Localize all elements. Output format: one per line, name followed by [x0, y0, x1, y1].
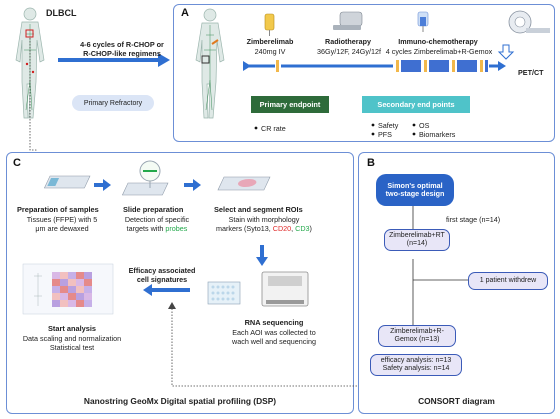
- panel-b-footer: CONSORT diagram: [418, 396, 495, 406]
- efficacy-line2: cell signatures: [136, 275, 188, 284]
- box1-text: Zimberelimab+RT (n=14): [389, 232, 445, 249]
- box2-line2: Gemox (n=13): [394, 336, 440, 343]
- start-line2: Statistical test: [49, 343, 95, 352]
- design-line1: Simon's optimal: [387, 180, 443, 190]
- step3-sep: ,: [291, 224, 296, 233]
- zimberelimab-label: Zimberelimab: [246, 37, 294, 46]
- design-box: Simon's optimal two-stage design: [376, 174, 454, 206]
- box2-text: Zimberelimab+R- Gemox (n=13): [390, 328, 444, 345]
- rna-line2: wach well and sequencing: [232, 337, 316, 346]
- immuno-detail: 4 cycles Zimberelimab+R-Gemox: [385, 47, 493, 56]
- panel-a: [173, 4, 555, 142]
- box3-text: efficacy analysis: n=13 Safety analysis:…: [381, 357, 452, 374]
- step3-line2-text: markers (Syto13,: [216, 224, 273, 233]
- design-text: Simon's optimal two-stage design: [385, 180, 445, 199]
- box1-line2: (n=14): [406, 240, 428, 247]
- panel-c-footer: Nanostring GeoMx Digital spatial profili…: [83, 396, 277, 406]
- efficacy-line1: Efficacy associated: [128, 266, 196, 275]
- zimberelimab-dose: 240mg IV: [254, 47, 286, 56]
- primary-endpoint-box: Primary endpoint: [251, 96, 329, 113]
- regimen-label-2: R-CHOP-like regimens: [83, 49, 161, 58]
- step2-line2-text: targets with: [126, 224, 166, 233]
- start-title: Start analysis: [47, 324, 97, 333]
- secondary-item-pfs: PFS: [378, 130, 392, 139]
- panel-a-letter: A: [181, 7, 189, 19]
- step2-line2: targets with probes: [114, 224, 200, 233]
- start-line1: Data scaling and normalization: [22, 334, 122, 343]
- step2-line1: Detection of specific: [124, 215, 190, 224]
- box-zimberelimab-gemox: Zimberelimab+R- Gemox (n=13): [378, 325, 456, 347]
- box-withdrew: 1 patient withdrew: [468, 272, 548, 290]
- step3-line1: Stain with morphology: [228, 215, 300, 224]
- step1-title: Preparation of samples: [17, 205, 99, 214]
- box2-line1: Zimberelimab+R-: [390, 327, 444, 335]
- secondary-item-os: OS: [419, 121, 430, 130]
- rna-line1: Each AOI was collected to: [232, 328, 316, 337]
- pet-ct-label: PET/CT: [518, 68, 544, 77]
- rna-title: RNA sequencing: [244, 318, 304, 327]
- box3-line1: efficacy analysis: n=13: [380, 356, 452, 364]
- cd3-label: CD3: [295, 224, 310, 233]
- step3-title: Select and segment ROIs: [214, 205, 303, 214]
- step3-line2: markers (Syto13, CD20, CD3): [204, 224, 324, 233]
- panel-c-letter: C: [13, 157, 21, 169]
- dlbcl-label: DLBCL: [46, 8, 77, 18]
- box-zimberelimab-rt: Zimberelimab+RT (n=14): [384, 229, 450, 251]
- box-analysis: efficacy analysis: n=13 Safety analysis:…: [370, 354, 462, 376]
- probes-label: probes: [165, 224, 188, 233]
- step1-line1: Tissues (FFPE) with 5: [26, 215, 98, 224]
- regimen-label-1: 4-6 cycles of R-CHOP or: [80, 40, 164, 49]
- box3-line2: Safety analysis: n=14: [382, 365, 450, 372]
- secondary-endpoint-label: Secondary end points: [377, 100, 455, 109]
- step1-line2: μm are dewaxed: [35, 224, 89, 233]
- primary-item-cr-rate: CR rate: [261, 124, 286, 133]
- radiotherapy-dose: 36Gy/12F, 24Gy/12f: [317, 47, 381, 56]
- primary-refractory-label: Primary Refractory: [83, 99, 143, 107]
- step3-end: ): [309, 224, 312, 233]
- immuno-label: Immuno-chemotherapy: [398, 37, 478, 46]
- secondary-item-biomarkers: Biomarkers: [419, 130, 456, 139]
- first-stage-label: first stage (n=14): [446, 215, 501, 224]
- radiotherapy-label: Radiotherapy: [325, 37, 371, 46]
- panel-b-letter: B: [367, 157, 375, 169]
- design-line2: two-stage design: [385, 189, 445, 198]
- step2-title: Slide preparation: [123, 205, 184, 214]
- withdrew-label: 1 patient withdrew: [479, 276, 537, 284]
- secondary-item-safety: Safety: [378, 121, 399, 130]
- box1-line1: Zimberelimab+RT: [389, 231, 445, 239]
- primary-refractory-badge: Primary Refractory: [72, 95, 154, 111]
- cd20-label: CD20: [272, 224, 292, 233]
- secondary-endpoint-box: Secondary end points: [362, 96, 470, 113]
- primary-endpoint-label: Primary endpoint: [259, 100, 321, 109]
